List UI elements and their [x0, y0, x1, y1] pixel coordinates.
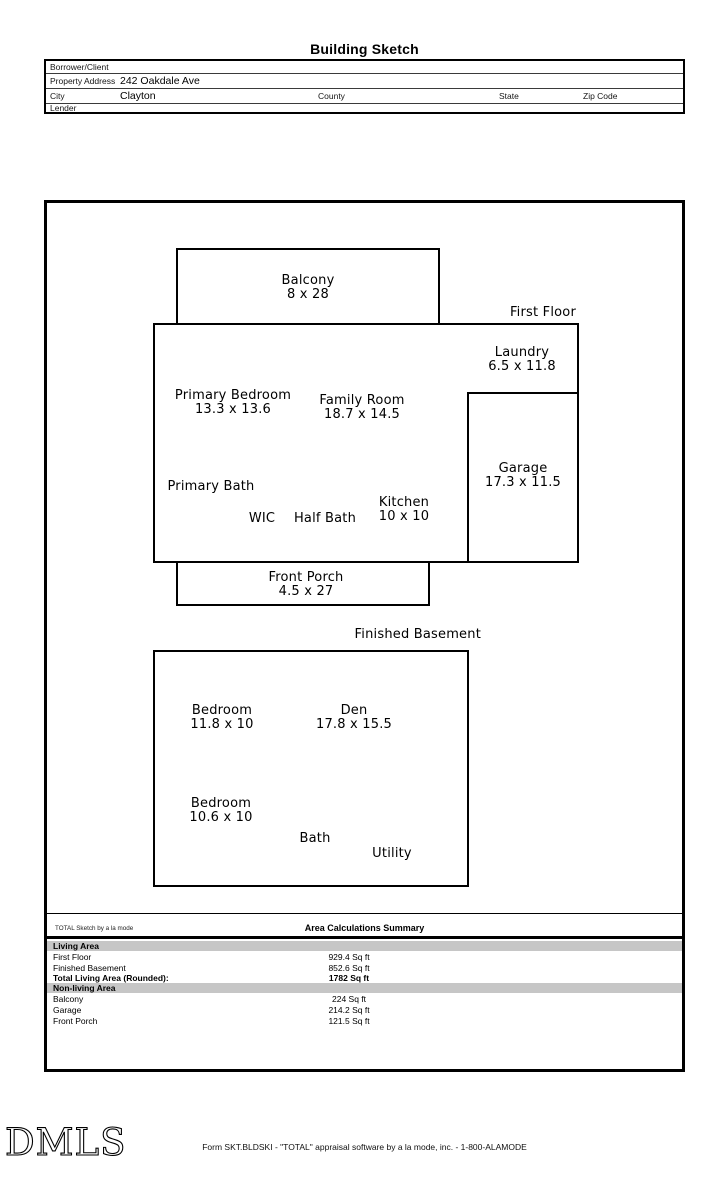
total-living-area-row: Total Living Area (Rounded): 1782 Sq ft	[47, 973, 682, 984]
room-name: Kitchen	[378, 495, 430, 510]
property-info-table: Borrower/Client Property Address 242 Oak…	[44, 59, 685, 114]
garage-outline	[467, 392, 579, 563]
summary-title: Area Calculations Summary	[304, 923, 425, 933]
garage-label: Garage 17.3 x 11.5	[485, 462, 561, 490]
laundry-label: Laundry 6.5 x 11.8	[488, 346, 556, 374]
table-row: Garage 214.2 Sq ft	[47, 1005, 682, 1016]
state-label: State	[499, 91, 519, 101]
room-name: Half Bath	[293, 511, 357, 526]
room-dims: 6.5 x 11.8	[488, 359, 556, 374]
property-address-label: Property Address	[50, 76, 116, 86]
city-value: Clayton	[120, 90, 156, 102]
basement-bedroom1-label: Bedroom 11.8 x 10	[190, 704, 253, 732]
room-name: Primary Bath	[167, 479, 255, 494]
room-dims: 17.8 x 15.5	[315, 717, 393, 732]
room-name: Balcony	[281, 273, 335, 288]
zip-code-label: Zip Code	[583, 91, 618, 101]
balcony-label: Balcony 8 x 28	[282, 274, 335, 302]
family-room-label: Family Room 18.7 x 14.5	[319, 394, 404, 422]
primary-bedroom-label: Primary Bedroom 13.3 x 13.6	[175, 389, 291, 417]
utility-label: Utility	[372, 847, 412, 861]
room-name: Bath	[299, 831, 331, 846]
row-divider	[46, 88, 683, 89]
room-name: Utility	[372, 846, 412, 861]
sketch-canvas: First Floor Finished Basement Balcony 8 …	[44, 200, 685, 1072]
row-divider	[46, 103, 683, 104]
city-state-row: City Clayton County State Zip Code	[46, 89, 683, 103]
room-name: Garage	[498, 461, 548, 476]
room-dims: 8 x 28	[287, 287, 329, 302]
summary-header-divider	[47, 936, 682, 939]
basement-bedroom2-label: Bedroom 10.6 x 10	[189, 797, 252, 825]
row-divider	[46, 73, 683, 74]
front-porch-label: Front Porch 4.5 x 27	[269, 571, 344, 599]
balcony-outline	[176, 248, 440, 325]
row-value: 852.6 Sq ft	[328, 963, 370, 973]
table-row: Finished Basement 852.6 Sq ft	[47, 963, 682, 974]
room-dims: 11.8 x 10	[190, 717, 254, 732]
room-name: Family Room	[319, 393, 405, 408]
summary-top-divider	[47, 913, 682, 914]
row-value: 929.4 Sq ft	[328, 952, 370, 962]
room-dims: 10 x 10	[378, 509, 430, 524]
row-value: 121.5 Sq ft	[328, 1016, 370, 1026]
den-label: Den 17.8 x 15.5	[316, 704, 392, 732]
room-dims: 10.6 x 10	[189, 810, 253, 825]
table-row: Front Porch 121.5 Sq ft	[47, 1016, 682, 1027]
row-value: 224 Sq ft	[331, 994, 367, 1004]
half-bath-label: Half Bath	[294, 512, 356, 526]
room-dims: 4.5 x 27	[278, 584, 334, 599]
room-dims: 18.7 x 14.5	[323, 407, 401, 422]
row-label: First Floor	[53, 952, 92, 962]
room-name: Bedroom	[191, 703, 253, 718]
room-name: Bedroom	[190, 796, 252, 811]
finished-basement-title: Finished Basement	[354, 627, 481, 642]
room-name: Primary Bedroom	[174, 388, 292, 403]
row-label: Total Living Area (Rounded):	[53, 973, 169, 983]
page-title: Building Sketch	[310, 41, 419, 57]
property-address-value: 242 Oakdale Ave	[120, 75, 200, 87]
lender-label: Lender	[50, 103, 77, 113]
room-dims: 13.3 x 13.6	[194, 402, 272, 417]
kitchen-label: Kitchen 10 x 10	[379, 496, 429, 524]
table-row: Balcony 224 Sq ft	[47, 994, 682, 1005]
room-name: Laundry	[494, 345, 550, 360]
front-porch-outline	[176, 561, 430, 606]
county-label: County	[318, 91, 345, 101]
row-value: 1782 Sq ft	[328, 973, 370, 983]
total-sketch-watermark: TOTAL Sketch by a la mode	[55, 925, 134, 932]
room-dims: 17.3 x 11.5	[484, 475, 562, 490]
primary-bath-label: Primary Bath	[168, 480, 255, 494]
city-label: City	[50, 91, 65, 101]
room-name: Front Porch	[268, 570, 344, 585]
borrower-row: Borrower/Client	[46, 61, 683, 73]
wic-label: WIC	[249, 512, 275, 526]
lender-row: Lender	[46, 103, 683, 113]
nonliving-area-section-header: Non-living Area	[47, 983, 682, 993]
row-label: Garage	[53, 1005, 82, 1015]
basement-bath-label: Bath	[299, 832, 330, 846]
form-footer-text: Form SKT.BLDSKI - "TOTAL" appraisal soft…	[202, 1142, 527, 1152]
living-area-section-header: Living Area	[47, 941, 682, 951]
row-label: Balcony	[53, 994, 84, 1004]
row-label: Front Porch	[53, 1016, 98, 1026]
basement-outline	[153, 650, 469, 887]
borrower-label: Borrower/Client	[50, 62, 109, 72]
property-address-row: Property Address 242 Oakdale Ave	[46, 74, 683, 88]
dmls-logo: DMLS	[4, 1121, 127, 1164]
table-row: First Floor 929.4 Sq ft	[47, 952, 682, 963]
row-value: 214.2 Sq ft	[328, 1005, 370, 1015]
room-name: Den	[340, 703, 368, 718]
room-name: WIC	[248, 511, 276, 526]
row-label: Finished Basement	[53, 963, 126, 973]
first-floor-title: First Floor	[509, 305, 576, 320]
